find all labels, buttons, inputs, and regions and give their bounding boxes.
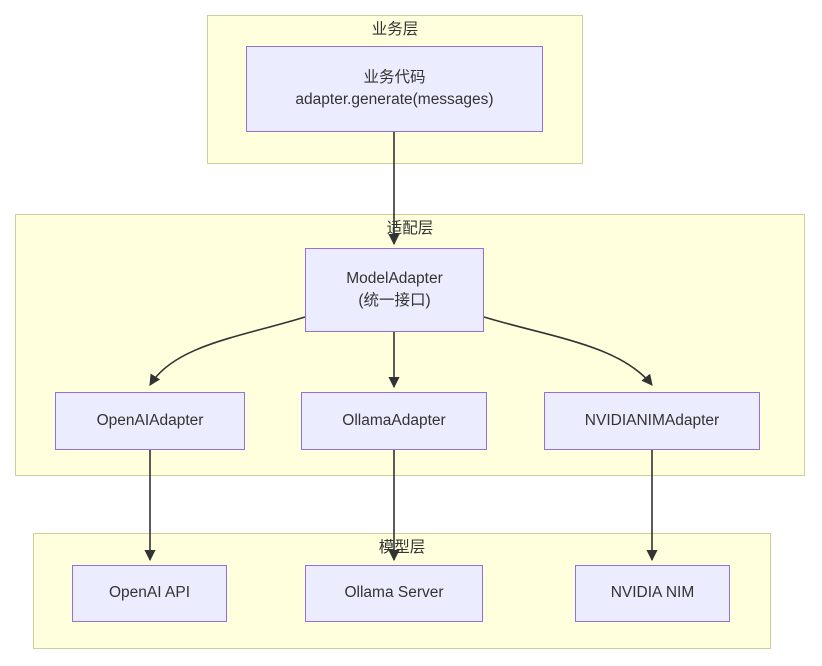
node-openai-adapter-label: OpenAIAdapter: [96, 411, 204, 429]
node-business-code-line2: adapter.generate(messages): [295, 91, 494, 108]
node-openai-adapter[interactable]: OpenAIAdapter: [55, 392, 245, 450]
node-model-adapter-line2: (统一接口): [358, 292, 431, 309]
node-nvidia-nim-label: NVIDIA NIM: [610, 584, 695, 602]
node-openai-api[interactable]: OpenAI API: [72, 565, 227, 622]
node-model-adapter-line1: ModelAdapter: [346, 269, 443, 287]
node-nvidia-adapter-label: NVIDIANIMAdapter: [584, 411, 720, 429]
node-ollama-adapter-label: OllamaAdapter: [342, 411, 446, 429]
node-business-code-line1: 业务代码: [363, 68, 426, 86]
node-ollama-server[interactable]: Ollama Server: [305, 565, 483, 622]
node-openai-api-label: OpenAI API: [109, 584, 190, 602]
node-ollama-server-label: Ollama Server: [344, 584, 444, 602]
layer-title-business: 业务层: [371, 21, 419, 38]
layer-title-adapter: 适配层: [386, 220, 434, 237]
node-model-adapter[interactable]: ModelAdapter (统一接口): [305, 248, 484, 332]
layer-title-model: 模型层: [378, 539, 426, 556]
node-ollama-adapter[interactable]: OllamaAdapter: [301, 392, 487, 450]
node-business-code[interactable]: 业务代码 adapter.generate(messages): [246, 46, 543, 132]
node-nvidia-nim[interactable]: NVIDIA NIM: [575, 565, 730, 622]
node-nvidia-adapter[interactable]: NVIDIANIMAdapter: [544, 392, 760, 450]
